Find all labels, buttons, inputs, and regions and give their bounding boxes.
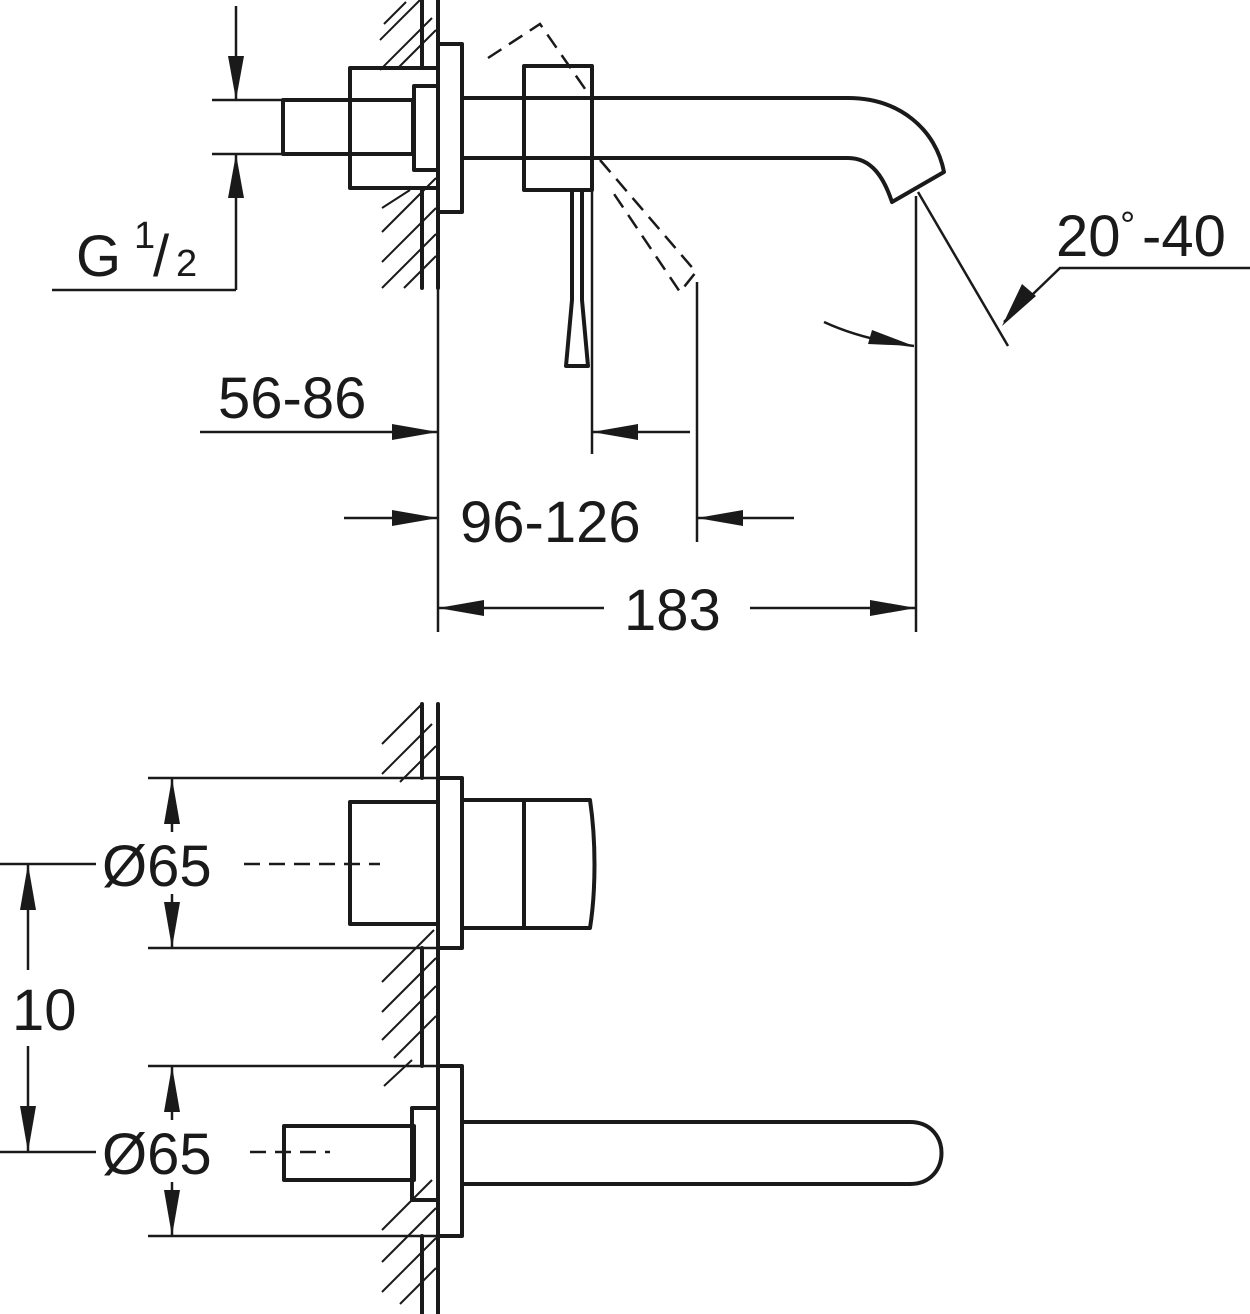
escutcheon-plate (436, 42, 464, 214)
thread-label-slash: / (153, 224, 170, 289)
upper-dia-arrow-bottom (164, 902, 180, 948)
thread-label-numerator: 1 (134, 215, 155, 257)
wall-hatching-top (379, 0, 437, 71)
upper-escutcheon (436, 776, 464, 950)
thread-label-letter: G (76, 224, 121, 289)
lever-rotated-outline-top (487, 22, 592, 97)
thread-label-denominator: 2 (176, 243, 197, 285)
thread-arrow-bottom (228, 154, 244, 198)
projection-label: 183 (624, 578, 721, 643)
angle-arc-arrow (868, 330, 914, 346)
upper-body (348, 800, 440, 926)
angle-label-start: 20 (1056, 204, 1121, 269)
depth-arrow-left (392, 424, 438, 440)
lever-handle (564, 188, 590, 368)
angle-label-degree: ° (1120, 205, 1135, 247)
angle-leader-line (1003, 266, 1250, 323)
thread-arrow-top (228, 56, 244, 100)
angle-label-end: -40 (1142, 204, 1226, 269)
lower-dia-arrow-top (164, 1066, 180, 1112)
plan-wall-hatching (381, 703, 437, 1305)
plan-view: Ø65 10 Ø65 (0, 702, 944, 1314)
angle-leg-line (916, 191, 1010, 347)
offset-arrow-left (392, 510, 438, 526)
upper-diameter-label: Ø65 (102, 834, 212, 899)
spout-collar (412, 84, 440, 172)
spacing-arrow-bottom (20, 1106, 36, 1152)
offset-arrow-right (697, 510, 743, 526)
lower-spout (460, 1120, 944, 1186)
lever-body (522, 64, 594, 192)
lower-collar (410, 1106, 440, 1202)
spacing-label: 10 (12, 978, 77, 1043)
lower-dia-arrow-bottom (164, 1190, 180, 1236)
wall-hatching-bottom (381, 177, 437, 289)
wall-depth-label: 56-86 (218, 366, 366, 431)
depth-arrow-right (592, 424, 638, 440)
side-view: G 1 / 2 56-86 96-126 183 20 ° (52, 0, 1250, 643)
projection-arrow-left (438, 600, 484, 616)
angle-leader-arrow (1002, 284, 1036, 326)
lever-offset-label: 96-126 (460, 490, 641, 555)
upper-dia-arrow-top (164, 778, 180, 824)
lower-diameter-label: Ø65 (102, 1122, 212, 1187)
lever-rotated-outline-bottom (599, 159, 698, 295)
lower-escutcheon (436, 1064, 464, 1238)
spacing-arrow-top (20, 864, 36, 910)
projection-arrow-right (870, 600, 916, 616)
spout (460, 96, 946, 204)
upper-lever-knob (522, 798, 597, 930)
